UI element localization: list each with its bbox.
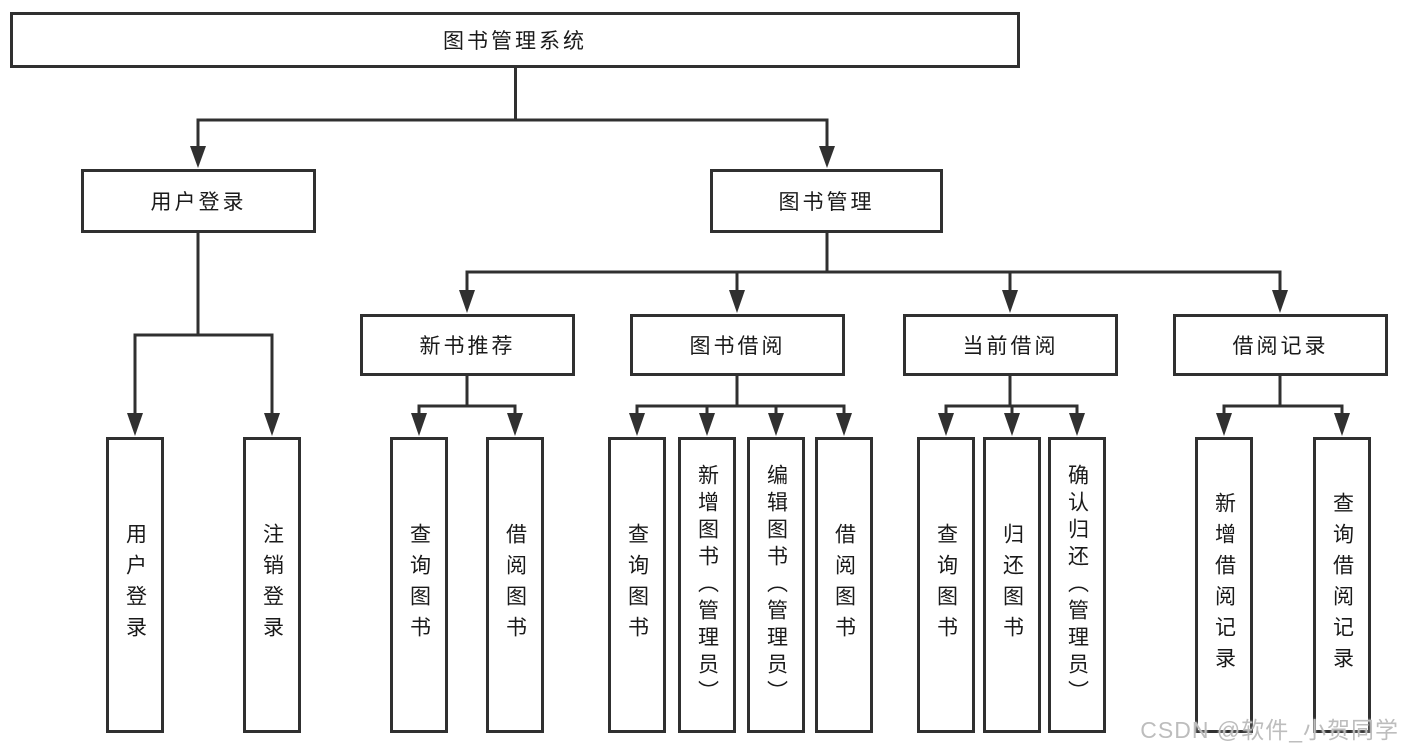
node-book-borrow: 图书借阅 bbox=[630, 314, 845, 376]
leaf-query-books-3: 查询图书 bbox=[917, 437, 975, 733]
leaf-edit-book-admin: 编辑图书（管理员） bbox=[747, 437, 805, 733]
connector-current-borrow-to-features bbox=[938, 374, 1085, 436]
node-user-login: 用户登录 bbox=[81, 169, 316, 233]
leaf-add-borrow-record: 新增借阅记录 bbox=[1195, 437, 1253, 733]
leaf-confirm-return-admin: 确认归还（管理员） bbox=[1048, 437, 1106, 733]
csdn-watermark: CSDN @软件_小贺同学 bbox=[1140, 717, 1399, 743]
node-new-book-recommend: 新书推荐 bbox=[360, 314, 575, 376]
leaf-query-borrow-record: 查询借阅记录 bbox=[1313, 437, 1371, 733]
connector-borrow-records-to-features bbox=[1216, 374, 1350, 436]
connector-book-borrow-to-features bbox=[629, 374, 852, 436]
leaf-return-books: 归还图书 bbox=[983, 437, 1041, 733]
connector-new-book-recommend-to-features bbox=[411, 374, 523, 436]
node-root: 图书管理系统 bbox=[10, 12, 1020, 68]
connector-root-to-modules bbox=[190, 66, 835, 168]
leaf-query-books-2: 查询图书 bbox=[608, 437, 666, 733]
leaf-add-book-admin: 新增图书（管理员） bbox=[678, 437, 736, 733]
leaf-query-books-1: 查询图书 bbox=[390, 437, 448, 733]
connector-user-login-to-features bbox=[127, 231, 280, 436]
node-current-borrow: 当前借阅 bbox=[903, 314, 1118, 376]
leaf-logout: 注销登录 bbox=[243, 437, 301, 733]
leaf-borrow-books-2: 借阅图书 bbox=[815, 437, 873, 733]
connector-book-management-to-submodules bbox=[459, 230, 1288, 313]
node-borrow-records: 借阅记录 bbox=[1173, 314, 1388, 376]
leaf-borrow-books-1: 借阅图书 bbox=[486, 437, 544, 733]
leaf-user-login: 用户登录 bbox=[106, 437, 164, 733]
node-book-management: 图书管理 bbox=[710, 169, 943, 233]
